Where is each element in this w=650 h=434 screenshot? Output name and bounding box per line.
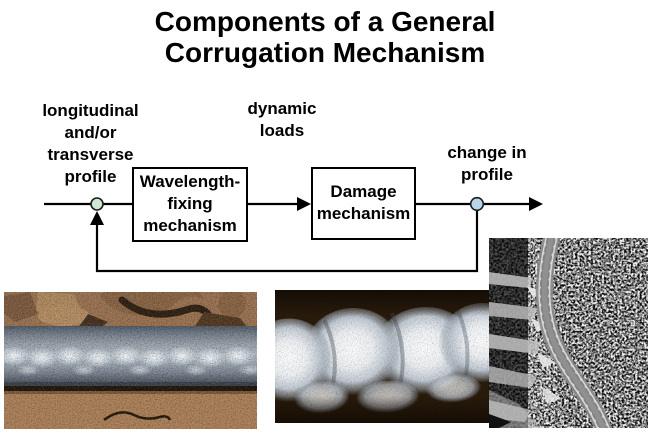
arrow-up-icon — [90, 211, 104, 225]
summing-junction-right — [469, 196, 485, 212]
grain-overlay-light — [4, 292, 257, 429]
damage-box-line: Damage — [330, 182, 397, 201]
change-in-profile-label-line: change in — [447, 143, 527, 162]
input-profile-label-line: profile — [64, 167, 117, 186]
wavelength-fixing-mechanism-box: Wavelength- fixing mechanism — [132, 167, 248, 242]
dynamic-loads-label-line: loads — [259, 121, 305, 140]
change-in-profile-label: change in profile — [427, 142, 547, 186]
dynamic-loads-label-line: dynamic — [247, 99, 317, 118]
dynamic-loads-label: dynamic loads — [222, 98, 342, 142]
input-profile-label-line: longitudinal — [42, 101, 139, 120]
foreground-shadow — [489, 414, 511, 428]
sleepers — [489, 272, 561, 422]
summing-junction-left — [90, 197, 104, 211]
input-profile-label-line: transverse — [47, 145, 134, 164]
photo-corrugation-close-up — [275, 290, 489, 423]
foreground-blur — [489, 390, 541, 428]
wavelength-box-line: mechanism — [143, 216, 237, 235]
page-title-line1: Components of a General — [154, 6, 496, 37]
wavelength-box-line: fixing — [167, 194, 213, 213]
input-profile-label: longitudinal and/or transverse profile — [18, 100, 163, 188]
arrow-right-icon — [297, 197, 311, 211]
grain-overlay — [275, 290, 489, 423]
wavelength-box-line: Wavelength- — [139, 172, 241, 191]
curved-rail — [535, 238, 613, 428]
damage-mechanism-box: Damage mechanism — [311, 167, 416, 240]
arrow-right-icon — [529, 197, 543, 211]
page-title: Components of a General Corrugation Mech… — [0, 6, 650, 68]
input-profile-label-line: and/or — [64, 123, 117, 142]
change-in-profile-label-line: profile — [461, 165, 513, 184]
photo-curved-track-overhead — [489, 238, 648, 428]
photo-corrugated-rail-in-track — [4, 292, 257, 429]
damage-box-line: mechanism — [316, 204, 411, 223]
page-title-line2: Corrugation Mechanism — [164, 37, 486, 68]
